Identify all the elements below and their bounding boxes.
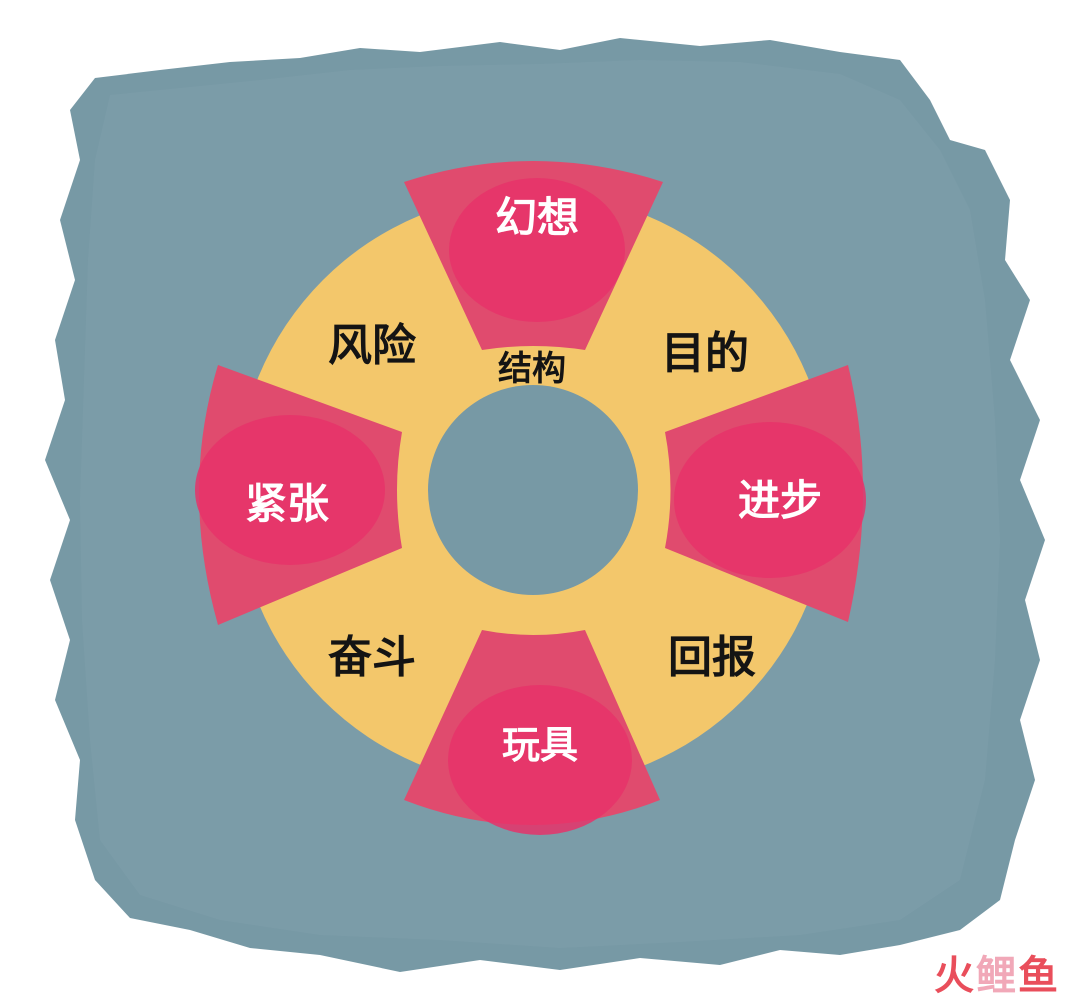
segment-left bbox=[195, 365, 402, 625]
ring-label-top-right: 目的 bbox=[661, 328, 749, 379]
ring-label-bottom-right: 回报 bbox=[668, 632, 756, 683]
segment-right bbox=[665, 365, 866, 622]
ring-label-top-left: 风险 bbox=[328, 320, 417, 371]
watermark-char-1: 火 bbox=[934, 953, 976, 999]
ring-label-bottom-left: 奋斗 bbox=[328, 632, 416, 683]
center-hole bbox=[428, 385, 638, 595]
segment-label-left: 紧张 bbox=[245, 479, 329, 528]
watermark-char-2: 鲤 bbox=[976, 953, 1018, 999]
segment-top bbox=[404, 161, 663, 350]
segment-label-right: 进步 bbox=[738, 476, 822, 525]
segment-bottom bbox=[404, 630, 660, 835]
segment-label-top: 幻想 bbox=[495, 193, 579, 242]
segment-label-bottom: 玩具 bbox=[502, 723, 578, 767]
watermark-char-3: 鱼 bbox=[1018, 953, 1060, 999]
center-label: 结构 bbox=[498, 349, 566, 389]
watermark-logo: 火鲤鱼 bbox=[934, 943, 1060, 1001]
